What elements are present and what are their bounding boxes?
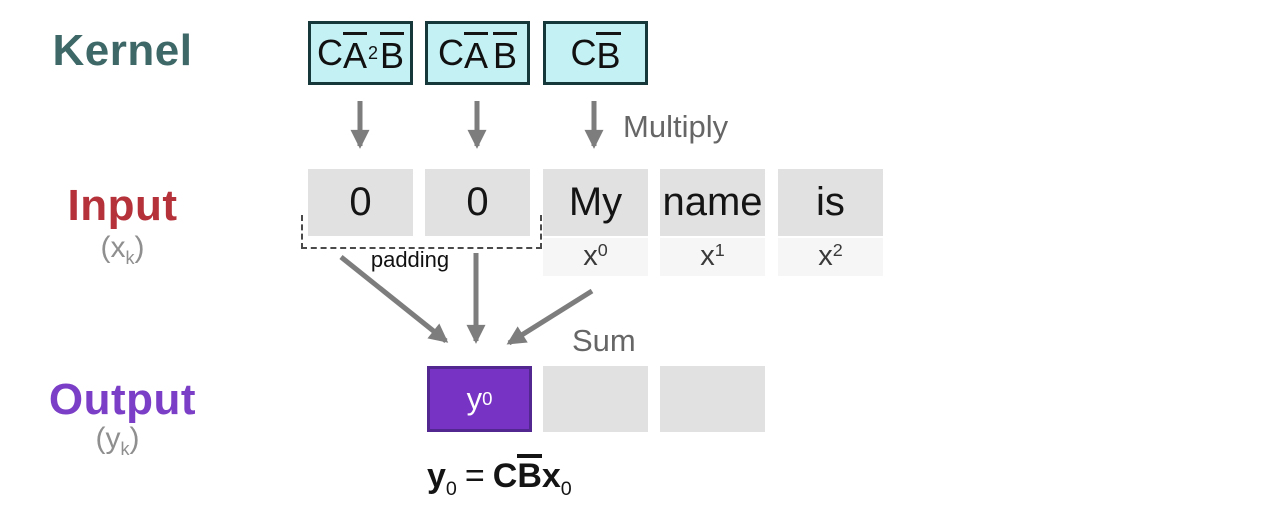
output-cell-empty-1	[543, 366, 648, 432]
sum-label: Sum	[572, 323, 636, 358]
output-cell-empty-2	[660, 366, 765, 432]
input-cell-pad1: 0	[425, 169, 530, 236]
output-row-sublabel: (yk)	[95, 422, 140, 459]
input-row-label: Input	[67, 181, 178, 230]
kernel-row-label: Kernel	[52, 26, 193, 75]
padding-dashed-bracket	[301, 215, 542, 249]
input-cell-pad0: 0	[308, 169, 413, 236]
multiply-label: Multiply	[623, 109, 729, 144]
output-formula: y0=CBx0	[427, 454, 572, 501]
input-row-sublabel: (xk)	[100, 231, 145, 268]
output-row-label: Output	[48, 375, 197, 424]
input-cell-x0: My	[543, 169, 648, 236]
input-cell-x2: is	[778, 169, 883, 236]
padding-label: padding	[370, 247, 450, 272]
input-cell-x1: name	[660, 169, 765, 236]
